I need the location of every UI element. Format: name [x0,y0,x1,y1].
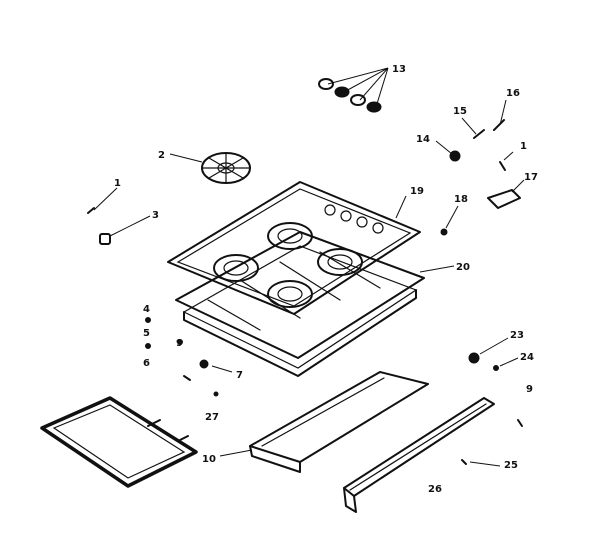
callout-2: 2 [158,150,165,161]
callout-26: 26 [428,484,442,495]
burner-box-part [175,231,455,377]
callout-4: 4 [143,304,150,315]
fitting-18-part [440,205,459,236]
left-lower-fittings-part [145,317,233,397]
callout-6: 6 [143,358,150,369]
left-fittings-part [87,187,151,245]
callout-3: 3 [152,210,159,221]
callout-20: 20 [456,262,470,273]
callout-23: 23 [510,330,524,341]
callout-19: 19 [410,186,424,197]
callout-24: 24 [520,352,534,363]
callout-16: 16 [506,88,520,99]
callout-1a: 1 [114,178,121,189]
callout-1b: 1 [520,141,527,152]
callout-15: 15 [453,106,467,117]
valve-fittings-part [435,99,525,209]
callout-25: 25 [504,460,518,471]
callout-17: 17 [524,172,538,183]
manifold-rail-part [219,371,429,473]
callout-18: 18 [454,194,468,205]
callout-14: 14 [416,134,430,145]
callout-13: 13 [392,64,406,75]
right-fittings-part [468,337,523,427]
burner-grate-part [169,152,251,184]
callout-7: 7 [236,370,243,381]
front-trim-part [343,397,501,513]
callout-10: 10 [202,454,216,465]
callout-5: 5 [143,328,150,339]
gasket-frame-part [40,396,198,488]
callout-9a: 9 [176,338,183,349]
callout-9b: 9 [526,384,533,395]
cooktop-top-panel-part [167,181,421,315]
callout-27: 27 [205,412,219,423]
control-knobs-part [318,67,389,113]
